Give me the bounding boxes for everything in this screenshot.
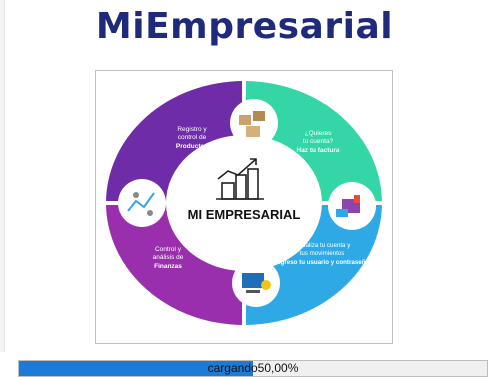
ring-segment-products — [106, 81, 244, 203]
caption-products: Registro y control de Productos — [176, 126, 209, 150]
svg-text:Finanzas: Finanzas — [154, 263, 182, 270]
svg-text:Productos: Productos — [176, 143, 209, 150]
svg-text:Ingreso tu usuario y contraseñ: Ingreso tu usuario y contraseña — [275, 259, 369, 266]
banner-image: MI EMPRESARIAL Registro y — [95, 70, 393, 344]
svg-text:análisis de: análisis de — [153, 254, 184, 261]
center-label: MI EMPRESARIAL — [188, 207, 301, 222]
analytics-icon — [118, 179, 166, 227]
svg-text:Control y: Control y — [155, 246, 182, 253]
caption-login: Visualiza tu cuenta y tus movimientos In… — [275, 242, 369, 266]
progress-fill — [19, 361, 253, 376]
svg-text:tus movimientos: tus movimientos — [300, 250, 345, 257]
computer-icon — [232, 259, 280, 307]
svg-text:control de: control de — [178, 134, 207, 141]
boxes-icon — [230, 99, 278, 147]
banner-graphic: MI EMPRESARIAL Registro y — [104, 79, 384, 327]
ring-segment-login — [244, 203, 382, 325]
svg-text:Haz tu factura: Haz tu factura — [297, 147, 340, 154]
svg-text:Visualiza tu cuenta y: Visualiza tu cuenta y — [294, 242, 352, 249]
center-circle — [172, 141, 316, 265]
caption-invoice: ¿Quieres tu cuenta? Haz tu factura — [297, 130, 340, 154]
svg-text:¿Quieres: ¿Quieres — [305, 130, 332, 137]
loading-progress-bar: cargando50,00% — [18, 360, 488, 377]
ring-segment-invoice — [244, 81, 382, 203]
svg-text:Registro y: Registro y — [177, 126, 207, 133]
svg-text:tu cuenta?: tu cuenta? — [303, 138, 334, 145]
ring-segment-finances — [106, 203, 244, 325]
progress-label: cargando50,00% — [207, 361, 299, 375]
window-left-edge — [0, 0, 5, 352]
caption-finances: Control y análisis de Finanzas — [153, 246, 184, 270]
app-title: MiEmpresarial — [95, 6, 394, 47]
building-chart-icon — [216, 158, 264, 200]
invoice-icon — [328, 182, 376, 230]
